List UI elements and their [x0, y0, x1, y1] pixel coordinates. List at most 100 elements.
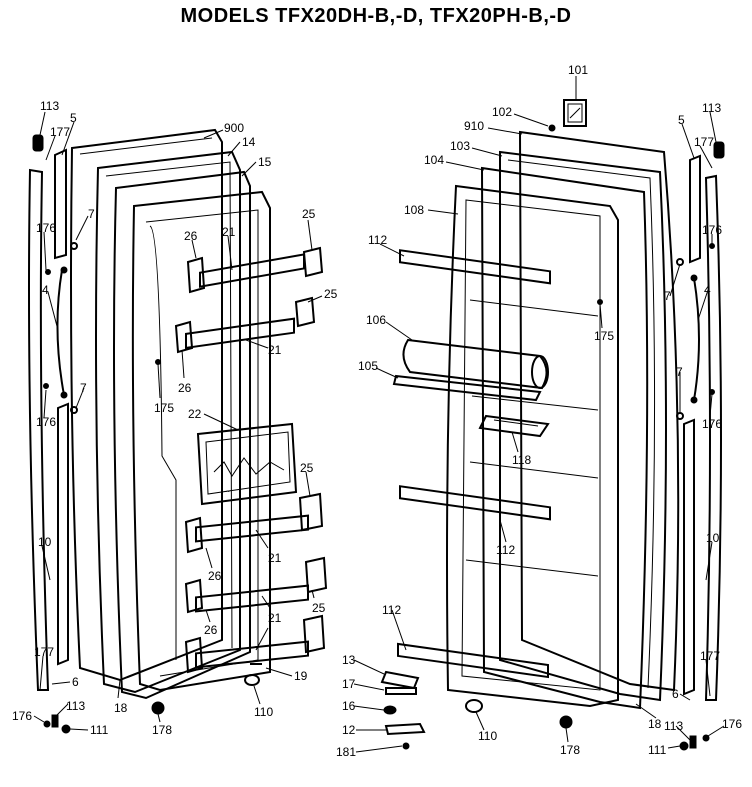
shelf-end-cap-left [186, 256, 206, 294]
part-label: 111 [648, 743, 667, 757]
hinge-bushing [689, 735, 697, 749]
part-label: 112 [368, 233, 387, 247]
screw-111 [679, 741, 689, 751]
part-label: 4 [42, 283, 49, 297]
door-gasket [499, 150, 667, 702]
part-label: 18 [114, 701, 128, 715]
part-label: 900 [224, 121, 244, 135]
handle-screw-icon [60, 266, 68, 274]
part-label: 106 [366, 313, 386, 327]
part-label: 21 [222, 225, 236, 239]
diagram-title: MODELS TFX20DH-B,-D, TFX20PH-B,-D [181, 5, 572, 27]
part-label: 6 [672, 687, 679, 701]
part-label: 12 [342, 723, 356, 737]
freezer-door-assembly: ~ [28, 128, 328, 734]
part-label: 14 [242, 135, 256, 149]
part-label: 176 [36, 415, 56, 429]
shelf-end-cap-right [298, 492, 324, 532]
screw-176 [43, 720, 51, 728]
cap-plug-178 [151, 701, 165, 715]
handle-trim-strip [704, 174, 722, 701]
screw-176 [43, 383, 49, 389]
part-label: 177 [694, 135, 714, 149]
screw-176 [45, 269, 51, 275]
screw-7 [70, 406, 78, 414]
part-label: 18 [648, 717, 662, 731]
part-label: 10 [706, 531, 720, 545]
door-bin [397, 642, 549, 679]
part-label: 176 [722, 717, 742, 731]
part-label: 113 [40, 99, 59, 113]
shelf-end-cap-right [302, 246, 324, 278]
part-label: 25 [300, 461, 314, 475]
part-label: 26 [178, 381, 192, 395]
right-leader-lines [353, 76, 725, 753]
part-label: 26 [208, 569, 222, 583]
left-part-labels: 113 5 177 900 14 15 7 176 4 25 26 21 25 … [12, 99, 338, 737]
screw-176 [709, 243, 715, 249]
part-label: 26 [204, 623, 218, 637]
part-label: 103 [450, 139, 470, 153]
door-bin [399, 249, 551, 285]
part-label: 15 [258, 155, 272, 169]
part-label: 7 [88, 207, 95, 221]
part-label: 176 [36, 221, 56, 235]
shelf-end-cap-left [184, 578, 204, 614]
part-label: 21 [268, 343, 282, 357]
inner-door-liner [131, 190, 271, 692]
part-label: 104 [424, 153, 444, 167]
hinge-bushing [51, 714, 59, 728]
butter-tray [478, 414, 550, 438]
part-label: 101 [568, 63, 588, 77]
door-shelf [195, 584, 309, 613]
part-label: 112 [382, 603, 401, 617]
handle-rail [54, 148, 67, 260]
part-label: 19 [294, 669, 308, 683]
hinge-plate-12 [384, 722, 426, 736]
screw-176 [702, 734, 710, 742]
part-label: 6 [72, 675, 79, 689]
part-label: 7 [676, 365, 683, 379]
dispenser-panel: ~ [196, 422, 298, 506]
shelf-end-cap-left [184, 516, 204, 554]
door-shelf [195, 514, 309, 543]
part-label: 10 [38, 535, 52, 549]
screw-175 [155, 359, 161, 365]
door-gasket [95, 150, 241, 694]
screw-7 [70, 242, 78, 250]
handle-screw-icon [690, 274, 698, 282]
part-label: 178 [560, 743, 580, 757]
part-label: 108 [404, 203, 424, 217]
part-label: 177 [34, 645, 54, 659]
part-label: 176 [12, 709, 32, 723]
outer-door-panel [70, 128, 223, 682]
part-label: 5 [70, 111, 77, 125]
svg-text:~: ~ [226, 488, 230, 496]
inner-door-liner [446, 184, 619, 708]
bracket-13 [380, 670, 420, 690]
part-label: 17 [342, 677, 356, 691]
part-label: 4 [704, 283, 711, 297]
shim-17 [385, 687, 417, 695]
part-label: 26 [184, 229, 198, 243]
shelf-end-cap-left [184, 636, 204, 674]
breaker-strip [480, 166, 649, 710]
door-stop-110 [465, 699, 483, 713]
screw-175 [597, 299, 603, 305]
handle-trim-strip [28, 168, 50, 691]
cap-plug-178 [559, 715, 573, 729]
hinge-cap [713, 141, 725, 159]
part-label: 7 [664, 289, 671, 303]
part-label: 113 [66, 699, 85, 713]
part-label: 111 [90, 723, 109, 737]
door-shelf [185, 317, 295, 349]
shelf-end-cap-right [302, 614, 326, 654]
part-label: 910 [464, 119, 484, 133]
part-label: 110 [254, 705, 273, 719]
dairy-shelf [392, 374, 542, 402]
door-handle [693, 277, 700, 401]
bushing-16 [383, 705, 397, 715]
part-label: 21 [268, 551, 282, 565]
handle-screw-icon [690, 396, 698, 404]
